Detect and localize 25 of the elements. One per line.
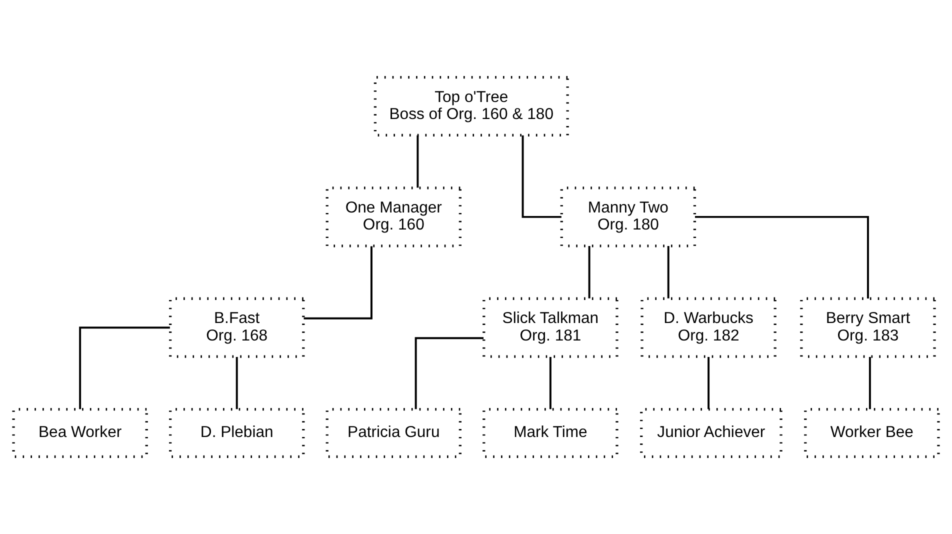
node-box: Patricia Guru [326, 408, 462, 458]
connector [667, 246, 670, 298]
node-box: One Manager Org. 160 [326, 186, 462, 248]
node-box: Junior Achiever [640, 408, 782, 458]
node-box: Berry Smart Org. 183 [800, 297, 936, 358]
node-box: D. Plebian [169, 408, 305, 458]
connector [868, 356, 871, 410]
connector [708, 356, 710, 410]
connector [304, 246, 372, 320]
connector [414, 337, 484, 410]
node-box: Slick Talkman Org. 181 [482, 297, 618, 358]
node-box: Top o'Tree Boss of Org. 160 & 180 [374, 76, 569, 137]
connector [588, 246, 590, 298]
node-box: Worker Bee [804, 408, 940, 458]
node-box: Mark Time [482, 408, 618, 458]
connector [236, 356, 238, 410]
connector [79, 326, 170, 410]
node-box: B.Fast Org. 168 [169, 297, 305, 358]
node-box: Manny Two Org. 180 [560, 186, 696, 248]
connector [522, 135, 562, 218]
connector [416, 135, 419, 188]
connector [694, 216, 869, 299]
node-box: D. Warbucks Org. 182 [640, 297, 776, 358]
node-box: Bea Worker [12, 408, 148, 458]
connector [549, 356, 552, 410]
